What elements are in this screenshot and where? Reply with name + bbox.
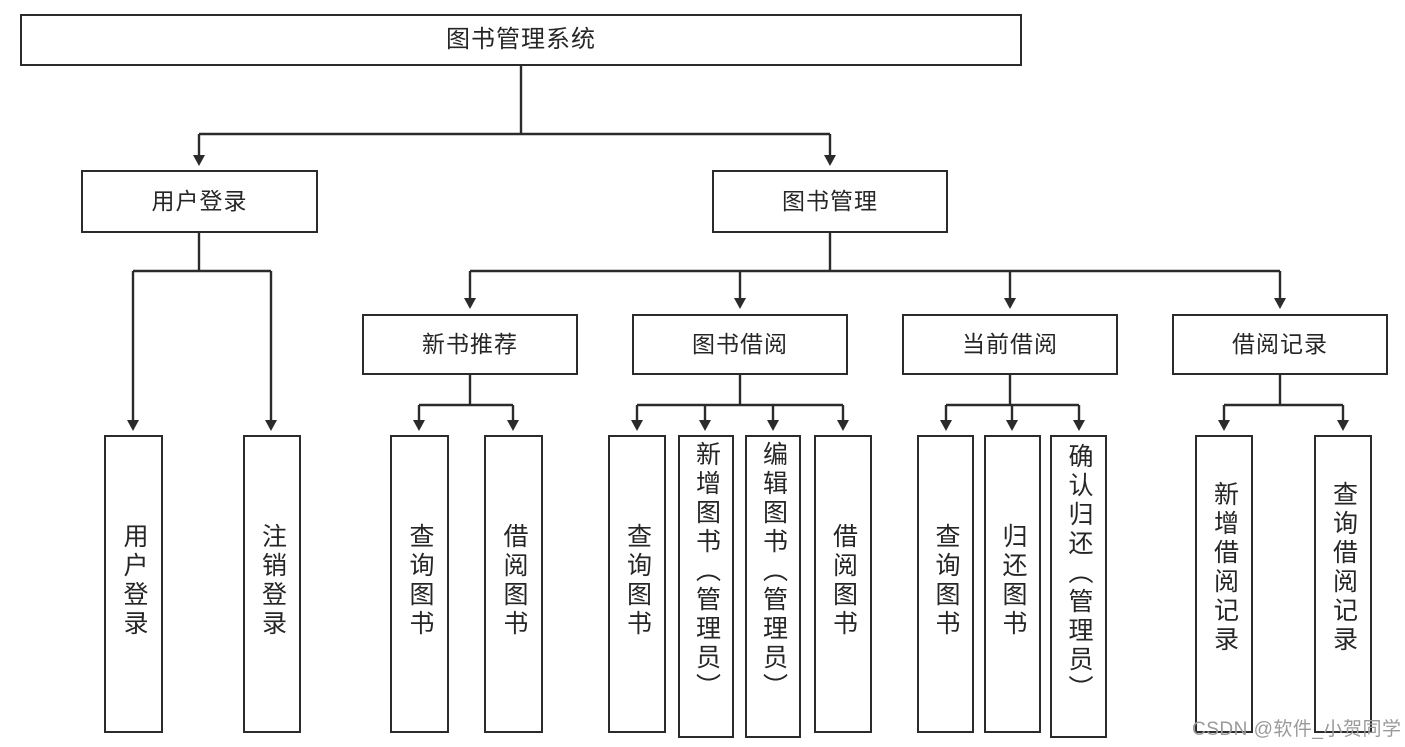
leaf-add-book-admin[interactable]: 新增图书（管理员） (678, 435, 734, 738)
node-new-book-recommend[interactable]: 新书推荐 (362, 314, 578, 375)
leaf-return-book[interactable]: 归还图书 (984, 435, 1041, 733)
node-borrow-record[interactable]: 借阅记录 (1172, 314, 1388, 375)
node-label: 编辑图书（管理员） (759, 441, 788, 702)
node-book-manage[interactable]: 图书管理 (712, 170, 948, 233)
node-label: 查询借阅记录 (1329, 481, 1358, 655)
node-label: 查询图书 (406, 523, 434, 639)
leaf-query-book-current[interactable]: 查询图书 (917, 435, 974, 733)
node-label: 确认归还（管理员） (1065, 443, 1093, 704)
node-label: 图书管理 (782, 187, 878, 214)
node-user-login[interactable]: 用户登录 (81, 170, 318, 233)
node-label: 借阅图书 (500, 523, 528, 639)
node-label: 归还图书 (999, 523, 1027, 639)
node-label: 图书借阅 (692, 330, 788, 357)
node-label: 查询图书 (932, 523, 960, 639)
node-label: 借阅图书 (829, 523, 858, 639)
node-label: 用户登录 (120, 523, 148, 639)
leaf-borrow-book-borrow[interactable]: 借阅图书 (814, 435, 872, 733)
node-label: 查询图书 (623, 523, 652, 639)
leaf-borrow-book-recommend[interactable]: 借阅图书 (484, 435, 543, 733)
node-label: 注销登录 (258, 523, 287, 639)
csdn-watermark: CSDN @软件_小贺同学 (1192, 719, 1402, 740)
node-label: 新书推荐 (422, 330, 518, 357)
node-label: 当前借阅 (962, 330, 1058, 357)
node-label: 用户登录 (151, 187, 248, 214)
leaf-user-login[interactable]: 用户登录 (104, 435, 163, 733)
node-label: 新增借阅记录 (1210, 481, 1239, 655)
leaf-confirm-return-admin[interactable]: 确认归还（管理员） (1050, 435, 1107, 738)
leaf-edit-book-admin[interactable]: 编辑图书（管理员） (745, 435, 801, 738)
node-current-borrow[interactable]: 当前借阅 (902, 314, 1118, 375)
node-book-borrow[interactable]: 图书借阅 (632, 314, 848, 375)
leaf-logout-login[interactable]: 注销登录 (243, 435, 301, 733)
node-label: 新增图书（管理员） (692, 441, 721, 702)
node-root-book-management-system[interactable]: 图书管理系统 (20, 14, 1022, 66)
leaf-query-borrow-record[interactable]: 查询借阅记录 (1314, 435, 1372, 733)
node-label: 图书管理系统 (446, 25, 596, 53)
leaf-query-book-recommend[interactable]: 查询图书 (390, 435, 449, 733)
node-label: 借阅记录 (1232, 330, 1328, 357)
leaf-add-borrow-record[interactable]: 新增借阅记录 (1195, 435, 1253, 733)
leaf-query-book-borrow[interactable]: 查询图书 (608, 435, 666, 733)
